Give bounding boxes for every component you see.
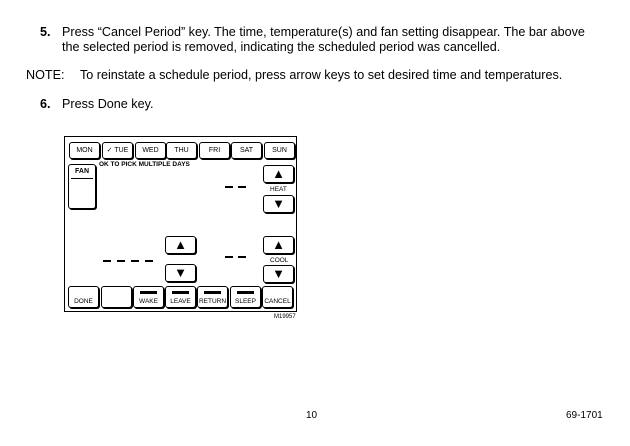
period-label: LEAVE: [170, 298, 191, 305]
cancel-period-button[interactable]: CANCEL: [262, 286, 293, 308]
note-text: To reinstate a schedule period, press ar…: [80, 68, 563, 82]
arrow-up-icon: ▲: [174, 237, 187, 252]
cool-temp-dash: [238, 256, 246, 258]
blank-button[interactable]: [101, 286, 132, 308]
step-6-number: 6.: [40, 97, 51, 111]
heat-temp-dash: [225, 186, 233, 188]
period-bar: [237, 291, 254, 294]
multi-day-hint: OK TO PICK MULTIPLE DAYS: [99, 161, 190, 168]
cool-up-button[interactable]: ▲: [263, 236, 294, 254]
period-label: SLEEP: [235, 298, 256, 305]
step-5-line-1: Press “Cancel Period” key. The time, tem…: [62, 25, 585, 39]
step-5-number: 5.: [40, 25, 51, 39]
period-label: RETURN: [198, 298, 227, 305]
thermostat-screen: MON ✓ TUE WED THU FRI SAT SUN OK TO PICK…: [64, 136, 297, 312]
heat-label: HEAT: [270, 186, 287, 193]
note-label: NOTE:: [26, 68, 65, 82]
day-key-tue[interactable]: ✓ TUE: [102, 142, 133, 159]
heat-up-button[interactable]: ▲: [263, 165, 294, 183]
day-key-sat[interactable]: SAT: [231, 142, 262, 159]
cool-down-button[interactable]: ▼: [263, 265, 294, 283]
day-key-sun[interactable]: SUN: [264, 142, 295, 159]
heat-temp-dash: [238, 186, 246, 188]
cancel-label: CANCEL: [264, 298, 291, 305]
arrow-down-icon: ▼: [272, 266, 285, 281]
period-leave-button[interactable]: LEAVE: [165, 286, 196, 308]
page-number: 10: [306, 410, 318, 421]
fan-label: FAN: [75, 168, 89, 175]
done-label: DONE: [74, 298, 93, 305]
time-dash: [103, 260, 111, 262]
arrow-up-icon: ▲: [272, 237, 285, 252]
document-number: 69-1701: [566, 410, 603, 421]
day-key-thu[interactable]: THU: [166, 142, 197, 159]
time-up-button[interactable]: ▲: [165, 236, 196, 254]
time-down-button[interactable]: ▼: [165, 264, 196, 282]
period-return-button[interactable]: RETURN: [197, 286, 228, 308]
time-dash: [145, 260, 153, 262]
day-key-mon[interactable]: MON: [69, 142, 100, 159]
cool-temp-dash: [225, 256, 233, 258]
fan-button[interactable]: FAN: [68, 164, 96, 209]
period-wake-button[interactable]: WAKE: [133, 286, 164, 308]
arrow-down-icon: ▼: [272, 196, 285, 211]
day-key-fri[interactable]: FRI: [199, 142, 230, 159]
done-button[interactable]: DONE: [68, 286, 99, 308]
step-6-line-1: Press Done key.: [62, 97, 154, 111]
arrow-down-icon: ▼: [174, 265, 187, 280]
period-sleep-button[interactable]: SLEEP: [230, 286, 261, 308]
period-bar: [204, 291, 221, 294]
cool-label: COOL: [270, 257, 289, 264]
fan-label-divider: [71, 178, 93, 179]
time-dash: [131, 260, 139, 262]
figure-id: M19957: [274, 314, 296, 320]
arrow-up-icon: ▲: [272, 166, 285, 181]
step-5-line-2: the selected period is removed, indicati…: [62, 40, 501, 54]
period-bar: [140, 291, 157, 294]
heat-down-button[interactable]: ▼: [263, 195, 294, 213]
time-dash: [117, 260, 125, 262]
period-label: WAKE: [139, 298, 158, 305]
period-bar: [172, 291, 189, 294]
day-key-wed[interactable]: WED: [135, 142, 166, 159]
